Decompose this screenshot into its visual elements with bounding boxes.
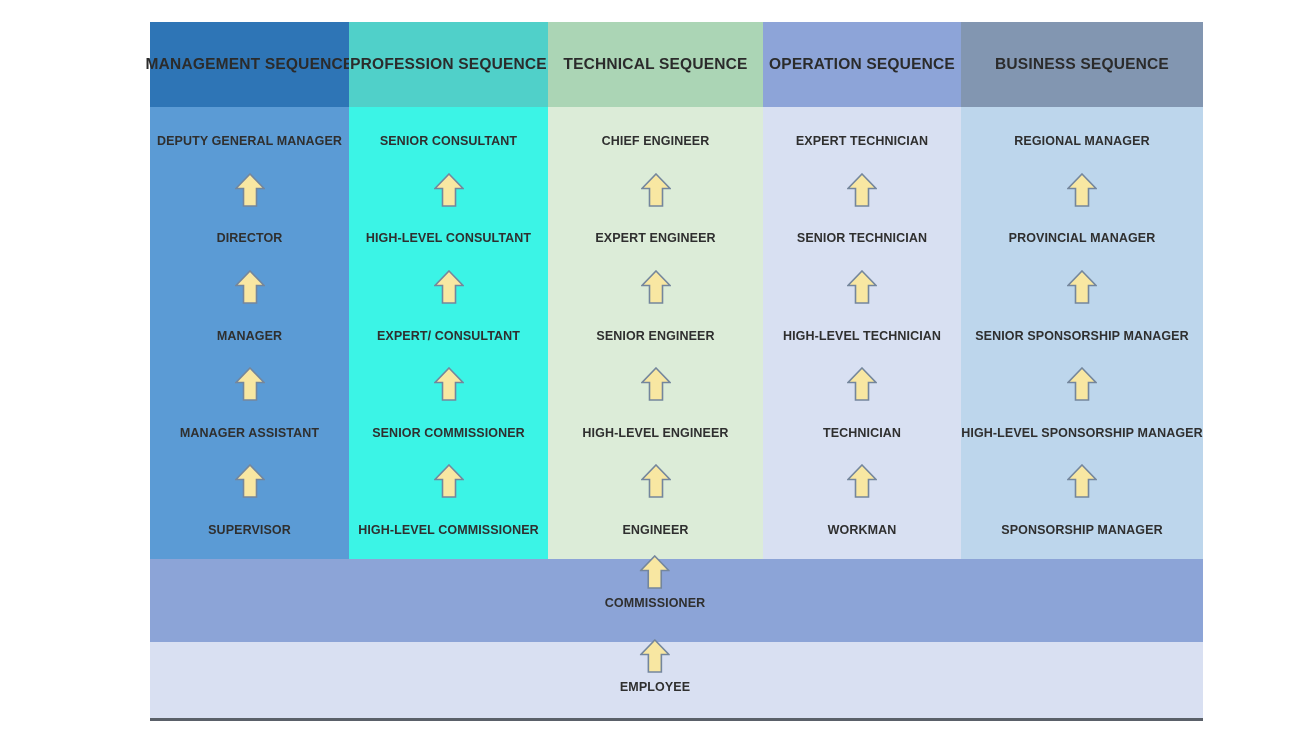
level-label: DIRECTOR — [216, 231, 283, 246]
level-label: HIGH-LEVEL SPONSORSHIP MANAGER — [961, 425, 1203, 440]
level-label: TECHNICIAN — [822, 425, 902, 440]
sequence-column-header: OPERATION SEQUENCE — [763, 22, 961, 107]
sequence-column-header: TECHNICAL SEQUENCE — [548, 22, 763, 107]
level-label: SENIOR ENGINEER — [596, 328, 715, 343]
up-arrow-icon — [1066, 269, 1098, 304]
level-label: EXPERT TECHNICIAN — [795, 134, 929, 148]
up-arrow-icon — [639, 638, 671, 673]
commissioner-band: COMMISSIONER — [150, 554, 1203, 642]
sequence-column-body: EXPERT TECHNICIAN SENIOR TECHNICIAN HIGH-L… — [763, 107, 961, 559]
level-label: DEPUTY GENERAL MANAGER — [156, 134, 343, 148]
up-arrow-icon — [846, 464, 878, 499]
columns-row: MANAGEMENT SEQUENCE DEPUTY GENERAL MANAG… — [146, 22, 1203, 559]
up-arrow-icon — [1066, 172, 1098, 207]
up-arrow-icon — [639, 464, 672, 499]
sequence-column-body: DEPUTY GENERAL MANAGER DIRECTOR MANAGER MAN… — [150, 107, 349, 559]
sequence-column-title: PROFESSION SEQUENCE — [350, 55, 547, 73]
employee-band: EMPLOYEE — [150, 638, 1203, 718]
up-arrow-icon — [233, 366, 266, 401]
level-label: HIGH-LEVEL CONSULTANT — [365, 231, 532, 246]
level-label: SPONSORSHIP MANAGER — [1001, 523, 1163, 537]
level-label: MANAGER — [216, 328, 283, 343]
up-arrow-icon — [432, 366, 465, 401]
level-label: HIGH-LEVEL COMMISSIONER — [358, 523, 539, 537]
sequence-column-title: TECHNICAL SEQUENCE — [563, 55, 748, 73]
up-arrow-icon — [1066, 464, 1098, 499]
level-label: ENGINEER — [622, 523, 689, 537]
up-arrow-icon — [432, 269, 465, 304]
sequence-column: OPERATION SEQUENCE EXPERT TECHNICIAN SENI… — [763, 22, 961, 559]
sequence-column-body: REGIONAL MANAGER PROVINCIAL MANAGER SENIOR… — [961, 107, 1203, 559]
up-arrow-icon — [233, 464, 266, 499]
commissioner-arrow-slot — [639, 554, 671, 589]
up-arrow-icon — [846, 269, 878, 304]
sequence-column-title: OPERATION SEQUENCE — [769, 55, 955, 73]
level-label: HIGH-LEVEL TECHNICIAN — [782, 328, 942, 343]
sequence-column: PROFESSION SEQUENCE SENIOR CONSULTANT HIG… — [349, 22, 548, 559]
level-label: HIGH-LEVEL ENGINEER — [582, 425, 729, 440]
up-arrow-icon — [233, 172, 266, 207]
up-arrow-icon — [639, 269, 672, 304]
up-arrow-icon — [233, 269, 266, 304]
up-arrow-icon — [639, 366, 672, 401]
level-label: CHIEF ENGINEER — [601, 134, 710, 148]
sequence-column: TECHNICAL SEQUENCE CHIEF ENGINEER EXPERT … — [548, 22, 763, 559]
commissioner-stack: COMMISSIONER — [604, 554, 706, 610]
level-label: SENIOR TECHNICIAN — [796, 231, 928, 246]
sequence-column: BUSINESS SEQUENCE REGIONAL MANAGER PROVIN… — [961, 22, 1203, 559]
up-arrow-icon — [1066, 366, 1098, 401]
level-label: SENIOR SPONSORSHIP MANAGER — [975, 328, 1189, 343]
level-label: PROVINCIAL MANAGER — [1008, 231, 1156, 246]
up-arrow-icon — [639, 172, 672, 207]
sequence-column-body: SENIOR CONSULTANT HIGH-LEVEL CONSULTANT EX… — [349, 107, 548, 559]
up-arrow-icon — [846, 366, 878, 401]
employee-stack: EMPLOYEE — [619, 638, 691, 694]
level-label: SUPERVISOR — [208, 523, 291, 537]
sequence-column: MANAGEMENT SEQUENCE DEPUTY GENERAL MANAG… — [146, 22, 353, 559]
level-label: WORKMAN — [827, 523, 897, 537]
level-label: SENIOR COMMISSIONER — [372, 425, 525, 440]
level-label: MANAGER ASSISTANT — [179, 425, 320, 440]
up-arrow-icon — [639, 554, 671, 589]
sequence-column-header: BUSINESS SEQUENCE — [961, 22, 1203, 107]
sequence-column-body: CHIEF ENGINEER EXPERT ENGINEER SENIOR ENGI… — [548, 107, 763, 559]
career-sequence-diagram: MANAGEMENT SEQUENCE DEPUTY GENERAL MANAG… — [146, 22, 1203, 721]
sequence-column-title: MANAGEMENT SEQUENCE — [145, 55, 354, 73]
level-label: REGIONAL MANAGER — [1014, 134, 1150, 148]
employee-arrow-slot — [639, 638, 671, 673]
up-arrow-icon — [432, 172, 465, 207]
sequence-column-header: PROFESSION SEQUENCE — [349, 22, 548, 107]
level-label: SENIOR CONSULTANT — [379, 134, 518, 148]
up-arrow-icon — [432, 464, 465, 499]
employee-label: EMPLOYEE — [619, 680, 691, 694]
commissioner-label: COMMISSIONER — [604, 596, 706, 610]
level-label: EXPERT ENGINEER — [595, 231, 716, 246]
level-label: EXPERT/ CONSULTANT — [376, 328, 520, 343]
up-arrow-icon — [846, 172, 878, 207]
sequence-column-header: MANAGEMENT SEQUENCE — [146, 22, 353, 107]
sequence-column-title: BUSINESS SEQUENCE — [995, 55, 1169, 73]
